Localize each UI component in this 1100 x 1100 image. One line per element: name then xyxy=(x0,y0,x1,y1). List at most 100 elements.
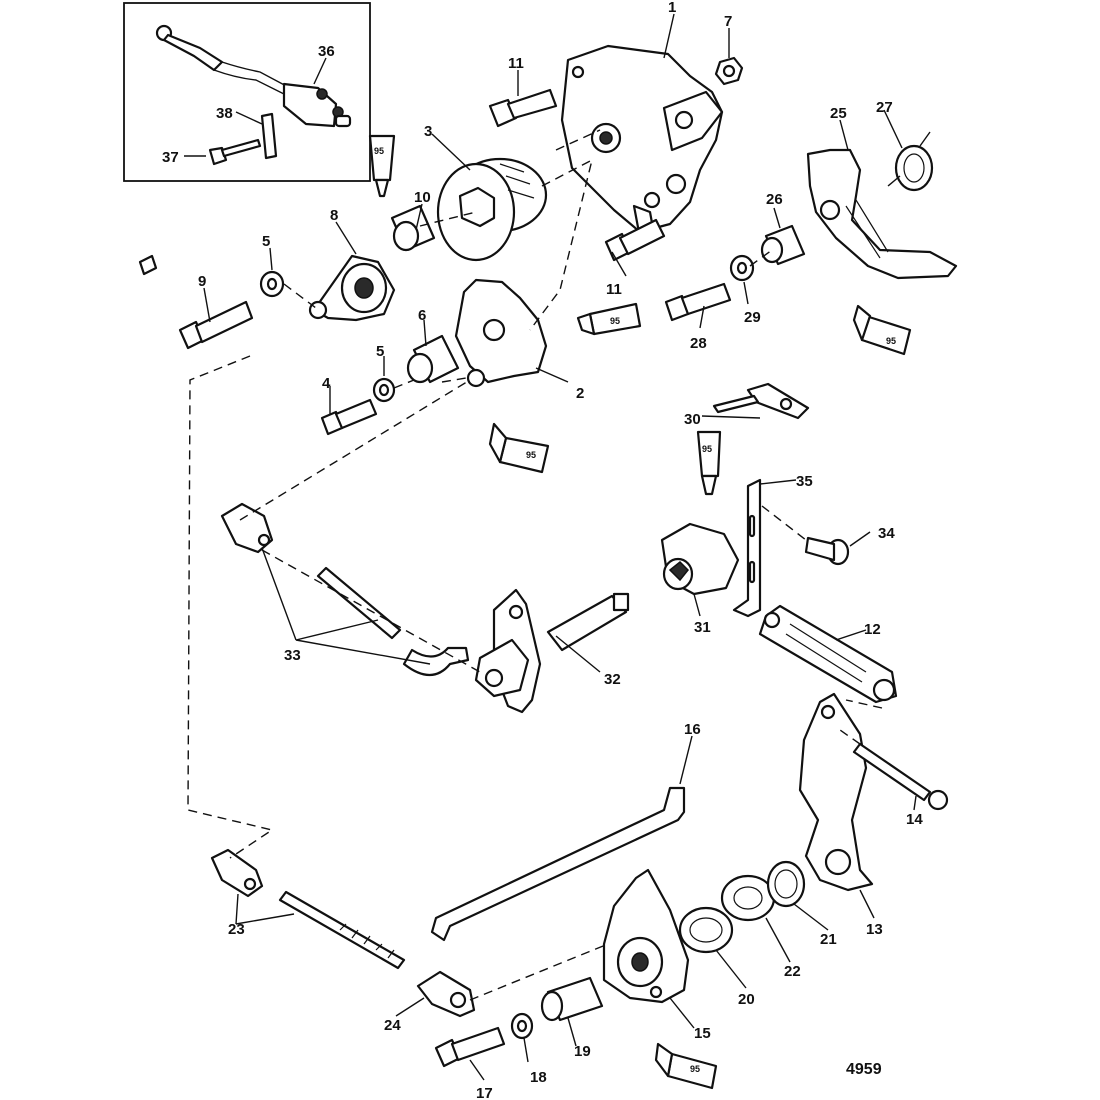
part-33-rod-upper xyxy=(220,502,402,640)
callout-37: 37 xyxy=(162,149,179,166)
callout-labels: 1 2 3 4 5 5 6 7 8 9 10 11 11 12 13 14 15… xyxy=(162,0,923,1100)
grease-tube-g: 95 xyxy=(138,254,158,276)
tube-label: 95 xyxy=(702,444,712,454)
part-11-bolt-lower xyxy=(604,218,666,262)
callout-8: 8 xyxy=(330,207,338,224)
part-17-bolt xyxy=(434,1026,506,1068)
callout-32: 32 xyxy=(604,671,621,688)
callout-30: 30 xyxy=(684,411,701,428)
callout-6: 6 xyxy=(418,307,426,324)
part-38-plate xyxy=(260,112,278,160)
callout-36: 36 xyxy=(318,43,335,60)
part-5-washer-upper xyxy=(259,270,285,298)
callout-9: 9 xyxy=(198,273,206,290)
callout-24: 24 xyxy=(384,1017,401,1034)
part-7-nut xyxy=(714,56,744,86)
callout-7: 7 xyxy=(724,13,732,30)
assembly-dash-lines xyxy=(187,129,883,1001)
part-22-spring xyxy=(720,874,776,922)
part-1-cover-plate xyxy=(560,44,724,240)
callout-21: 21 xyxy=(820,931,837,948)
part-34-bolt xyxy=(804,536,850,566)
callout-5-lower: 5 xyxy=(376,343,384,360)
callout-25: 25 xyxy=(830,105,847,122)
tube-label: 95 xyxy=(690,1064,700,1074)
callout-11-upper: 11 xyxy=(508,55,524,72)
callout-5-upper: 5 xyxy=(262,233,270,250)
part-15-throttle-cam xyxy=(602,868,690,1004)
part-31-cam-body xyxy=(660,522,740,596)
callout-leaders xyxy=(184,13,917,1081)
part-21-washer xyxy=(766,860,806,908)
part-9-bolt xyxy=(178,300,254,350)
part-11-bolt-upper xyxy=(488,88,558,128)
callout-2: 2 xyxy=(576,385,584,402)
part-16-throttle-rod xyxy=(430,786,686,942)
part-2-cam xyxy=(454,278,548,388)
inset-border xyxy=(123,2,371,182)
part-8-lever-housing xyxy=(308,254,396,322)
figure-id: 4959 xyxy=(846,1061,882,1078)
callout-15: 15 xyxy=(694,1025,711,1042)
callout-22: 22 xyxy=(784,963,801,980)
grease-tube-d: 95 xyxy=(488,422,550,474)
part-6-bushing xyxy=(406,334,460,384)
part-28-bolt xyxy=(664,282,732,322)
part-23-rod-end xyxy=(210,848,406,970)
callout-17: 17 xyxy=(476,1085,493,1100)
part-27-spring xyxy=(887,131,934,192)
grease-tube-b: 95 xyxy=(576,302,642,336)
grease-tube-f: 95 xyxy=(654,1042,718,1090)
part-37-bolt xyxy=(208,138,262,166)
part-13-shift-lever xyxy=(798,692,874,892)
callout-14: 14 xyxy=(906,811,923,828)
part-20-spring xyxy=(678,906,734,954)
callout-13: 13 xyxy=(866,921,883,938)
part-33-rod-lower xyxy=(402,646,470,677)
callout-12: 12 xyxy=(864,621,881,638)
callout-27: 27 xyxy=(876,99,893,116)
part-29-washer xyxy=(729,254,755,282)
callout-34: 34 xyxy=(878,525,895,542)
part-12-link-arm xyxy=(758,604,898,704)
part-36-harness-switch xyxy=(155,24,352,128)
part-14-screw xyxy=(852,742,949,811)
part-25-throttle-lever xyxy=(806,148,958,280)
callout-35: 35 xyxy=(796,473,813,490)
callout-1: 1 xyxy=(668,0,676,16)
tube-label: 95 xyxy=(526,450,536,460)
callout-3: 3 xyxy=(424,123,432,140)
part-5-washer-lower xyxy=(372,377,396,403)
callout-20: 20 xyxy=(738,991,755,1008)
part-10-bushing xyxy=(390,204,436,252)
callout-19: 19 xyxy=(574,1043,591,1060)
tube-label: 95 xyxy=(610,316,620,326)
part-19-bushing xyxy=(540,976,604,1022)
callout-31: 31 xyxy=(694,619,711,636)
callout-33: 33 xyxy=(284,647,301,664)
part-26-bushing xyxy=(760,224,806,266)
tube-label: 95 xyxy=(374,146,384,156)
callout-28: 28 xyxy=(690,335,707,352)
grease-tube-c: 95 xyxy=(852,304,912,356)
part-35-link-strap xyxy=(732,478,762,618)
grease-tube-e: 95 xyxy=(696,430,722,496)
callout-4: 4 xyxy=(322,375,331,392)
tube-label: 95 xyxy=(886,336,896,346)
part-32-shift-shaft xyxy=(474,588,630,714)
part-18-washer xyxy=(510,1012,534,1040)
inset-panel xyxy=(123,2,371,182)
callout-29: 29 xyxy=(744,309,761,326)
callout-18: 18 xyxy=(530,1069,547,1086)
part-30-bracket xyxy=(712,382,810,420)
grease-tube-a: 95 xyxy=(368,134,396,198)
callout-26: 26 xyxy=(766,191,783,208)
callout-23: 23 xyxy=(228,921,245,938)
callout-10: 10 xyxy=(414,189,431,206)
part-3-ratchet-wheel xyxy=(436,157,548,262)
part-24-rod-end xyxy=(416,970,476,1018)
part-4-bolt xyxy=(320,398,378,436)
callout-11-lower: 11 xyxy=(606,281,622,298)
